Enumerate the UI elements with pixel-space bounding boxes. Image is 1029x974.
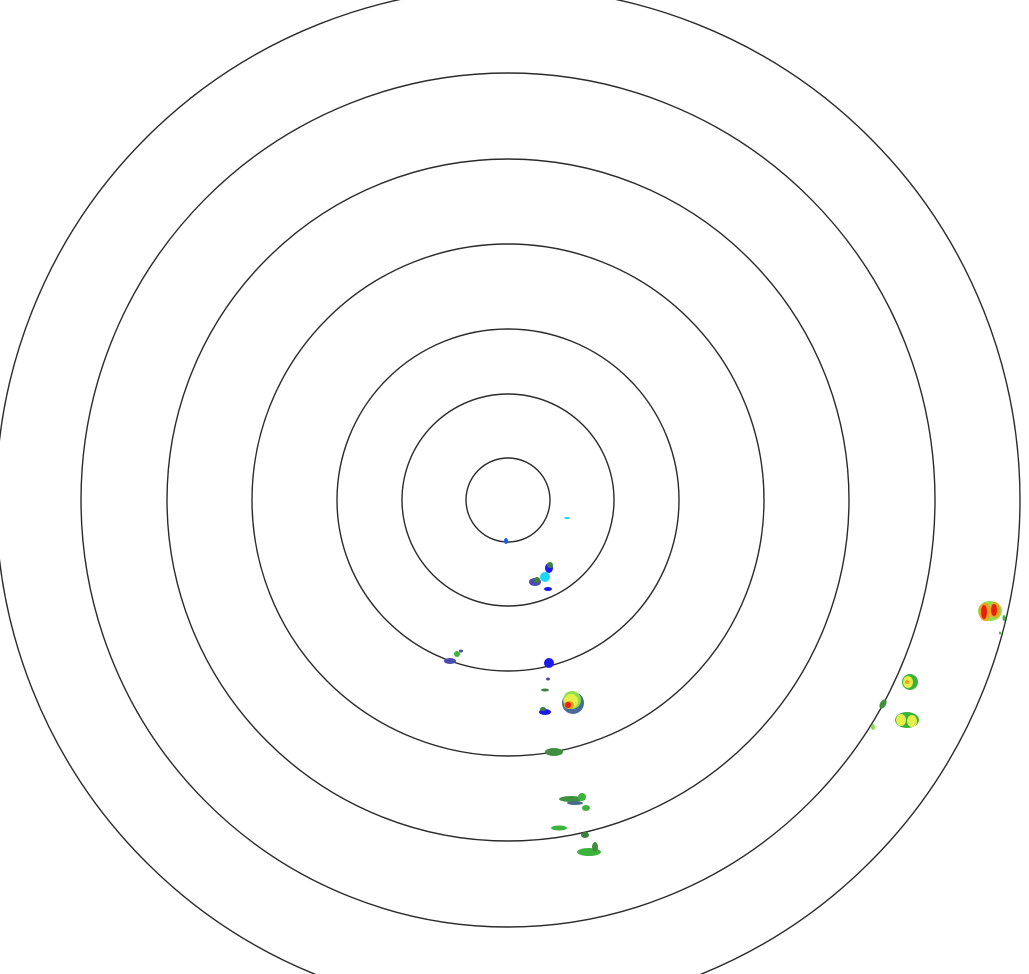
range-ring-3 bbox=[336, 328, 680, 672]
storm-cell bbox=[871, 699, 919, 730]
storm-cell bbox=[978, 601, 1006, 635]
echo-cluster bbox=[529, 562, 553, 591]
echo bbox=[504, 538, 508, 544]
echo bbox=[564, 517, 570, 519]
range-ring-4 bbox=[251, 243, 765, 757]
range-ring-5 bbox=[166, 158, 850, 842]
storm-cell bbox=[562, 691, 584, 714]
precipitation-echoes bbox=[444, 517, 1006, 856]
echo-cluster bbox=[444, 649, 554, 715]
range-ring-2 bbox=[401, 393, 615, 607]
range-ring-6 bbox=[80, 72, 936, 928]
echo-cluster bbox=[545, 748, 601, 856]
range-ring-1 bbox=[465, 457, 551, 543]
storm-cell bbox=[902, 674, 918, 690]
